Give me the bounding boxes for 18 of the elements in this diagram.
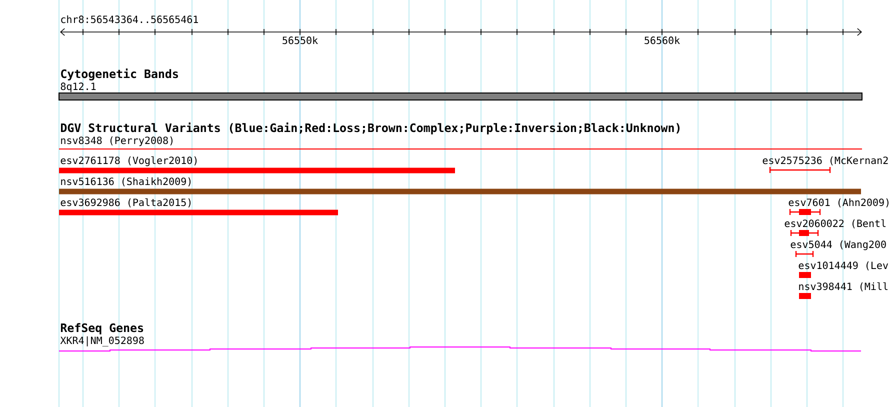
- coordinate-label: chr8:56543364..56565461: [61, 15, 198, 24]
- feature-label: esv7601 (Ahn2009): [788, 198, 888, 208]
- track-title: DGV Structural Variants (Blue:Gain;Red:Loss;Brown:Complex;Purple:Inversion;Black:Unknown): [61, 122, 680, 134]
- feature-label: esv2575236 (McKernan2: [762, 156, 888, 166]
- feature-label: nsv8348 (Perry2008): [61, 136, 172, 146]
- track-title: Cytogenetic Bands: [61, 68, 178, 80]
- track-title: RefSeq Genes: [60, 323, 144, 334]
- tick-label: 56560k: [644, 36, 680, 44]
- feature-label: esv2060022 (Bentl: [784, 219, 886, 228]
- feature-label: nsv398441 (Mill: [799, 282, 888, 292]
- gene-label: XKR4|NM_052898: [60, 336, 144, 346]
- feature-label: esv1014449 (Lev: [798, 261, 888, 270]
- feature-label: esv5044 (Wang200: [790, 240, 886, 250]
- feature-label: nsv516136 (Shaikh2009): [61, 177, 191, 186]
- feature-label: esv2761178 (Vogler2010): [60, 156, 197, 166]
- tick-label: 56550k: [282, 36, 318, 44]
- feature-label: esv3692986 (Palta2015): [60, 198, 191, 208]
- band-label: 8q12.1: [60, 82, 96, 92]
